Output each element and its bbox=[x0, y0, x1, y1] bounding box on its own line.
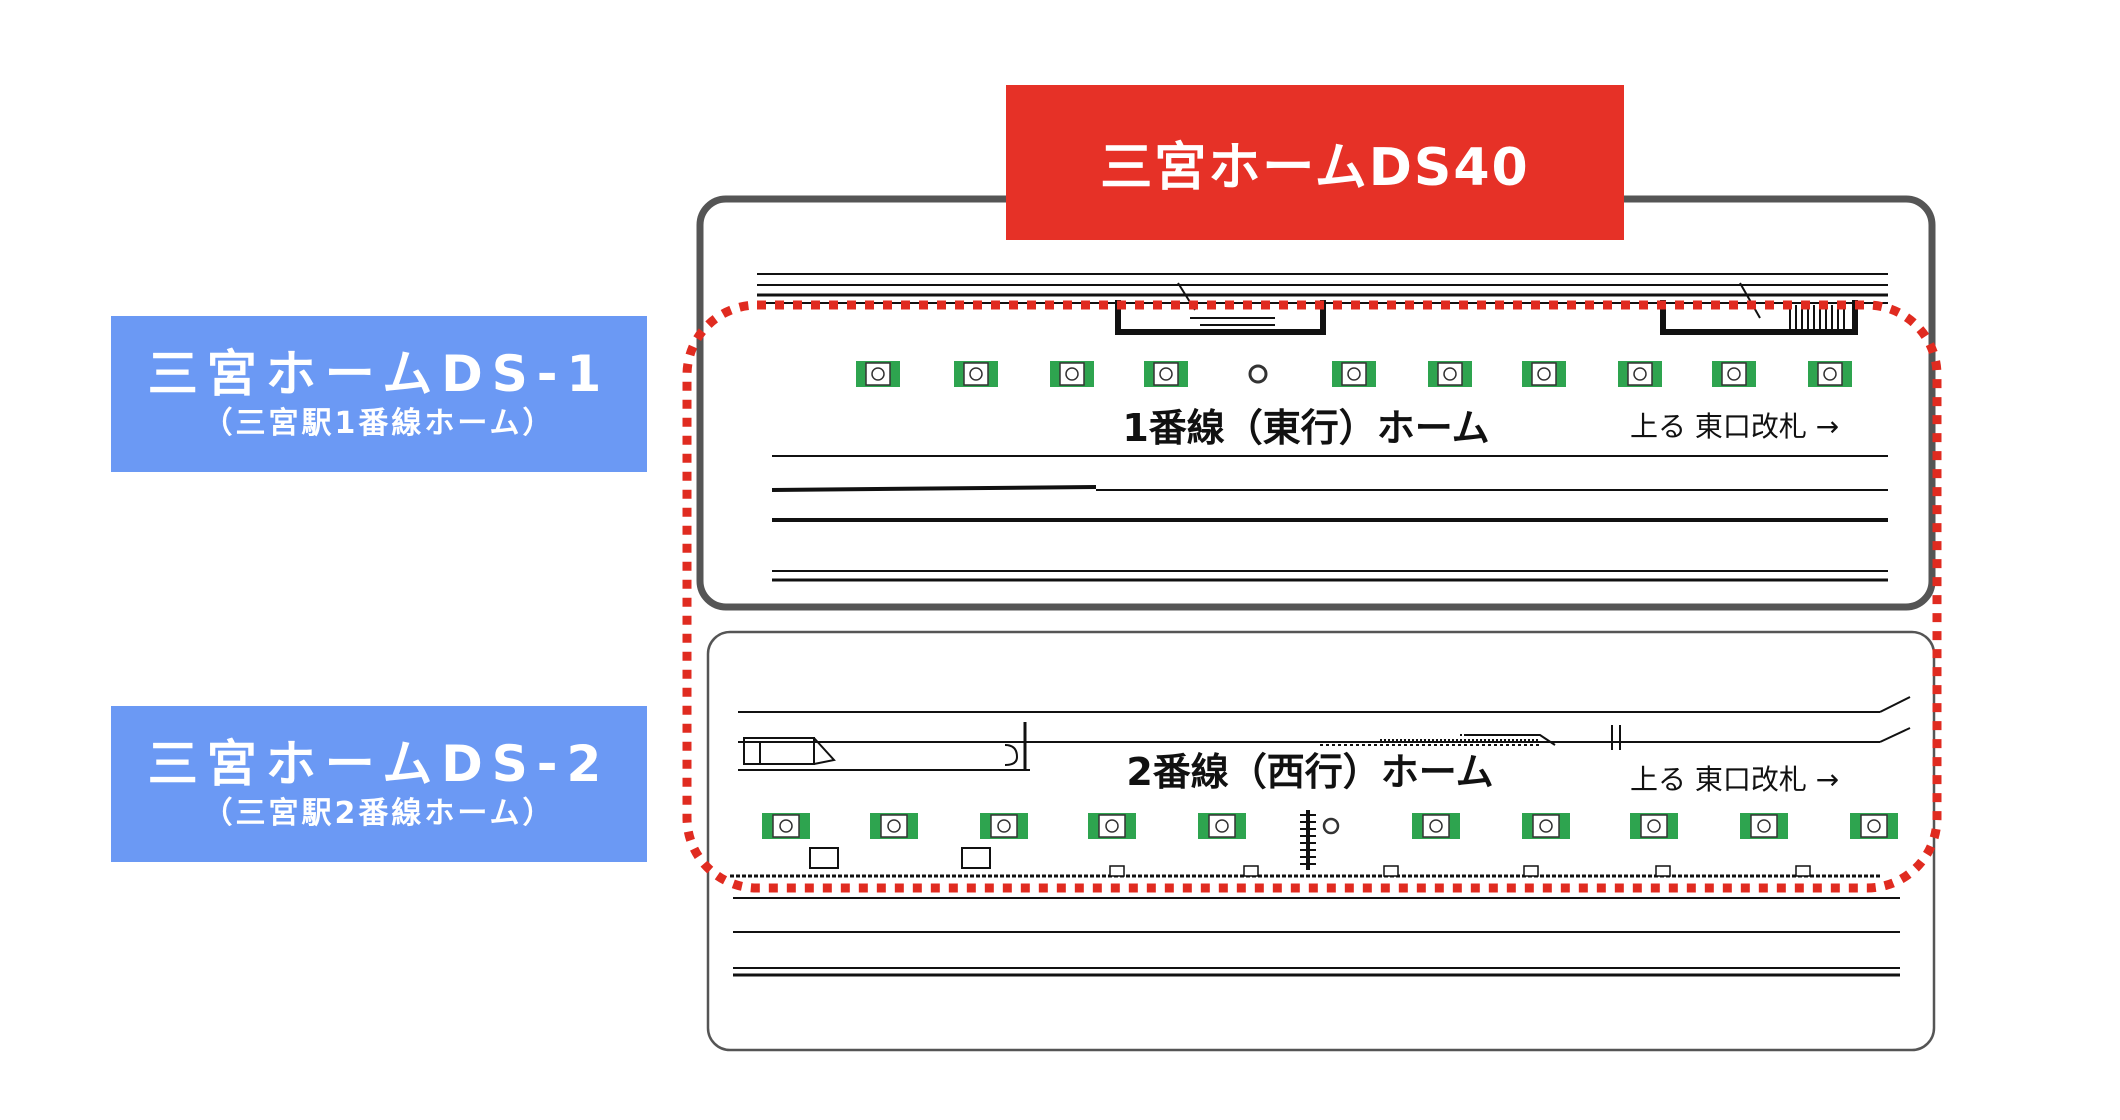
platform-marker-icon bbox=[980, 813, 1028, 839]
platform-marker-icon bbox=[856, 361, 900, 387]
platform-marker-icon bbox=[1630, 813, 1678, 839]
platform-marker-icon bbox=[1808, 361, 1852, 387]
platform2-name: 2番線（西行）ホーム bbox=[1126, 750, 1493, 794]
platform-marker-icon bbox=[1332, 361, 1376, 387]
platform-marker-icon bbox=[1428, 361, 1472, 387]
platform1-direction: 上る 東口改札 → bbox=[1630, 410, 1839, 443]
platform-marker-icon bbox=[1522, 813, 1570, 839]
platform-marker-icon bbox=[1412, 813, 1460, 839]
pillar-icon bbox=[1322, 817, 1340, 835]
platform-marker-icon bbox=[954, 361, 998, 387]
side-label-ds2: 三宮ホームDS-2 （三宮駅2番線ホーム） bbox=[111, 706, 647, 862]
platform1-lower-track bbox=[771, 455, 1888, 582]
platform2-markers bbox=[762, 810, 1898, 870]
platform1-frame bbox=[696, 195, 1936, 611]
side-label-ds1-subtitle: （三宮駅1番線ホーム） bbox=[202, 406, 556, 441]
platform-marker-icon bbox=[1050, 361, 1094, 387]
platform2-frame bbox=[706, 630, 1936, 1052]
platform-marker-icon bbox=[1618, 361, 1662, 387]
platform-marker-icon bbox=[1088, 813, 1136, 839]
platform2-upper-track bbox=[738, 696, 1911, 771]
side-label-ds1: 三宮ホームDS-1 （三宮駅1番線ホーム） bbox=[111, 316, 647, 472]
platform2-edge bbox=[730, 847, 1880, 878]
platform2-lower-track bbox=[733, 897, 1900, 977]
platform2-center-stairs bbox=[1320, 734, 1556, 746]
side-label-ds1-title: 三宮ホームDS-1 bbox=[147, 345, 611, 403]
platform1-name: 1番線（東行）ホーム bbox=[1122, 406, 1489, 450]
platform-marker-icon bbox=[1740, 813, 1788, 839]
platform-marker-icon bbox=[1198, 813, 1246, 839]
coverage-area-outline bbox=[682, 300, 1942, 893]
side-label-ds2-title: 三宮ホームDS-2 bbox=[147, 735, 611, 793]
title-banner: 三宮ホームDS40 bbox=[1006, 85, 1624, 240]
platform2-direction: 上る 東口改札 → bbox=[1630, 763, 1839, 796]
side-label-ds2-subtitle: （三宮駅2番線ホーム） bbox=[202, 796, 556, 831]
platform-marker-icon bbox=[870, 813, 918, 839]
platform-marker-icon bbox=[762, 813, 810, 839]
platform1-markers bbox=[856, 361, 1852, 387]
stairs-icon bbox=[1300, 810, 1316, 870]
platform-marker-icon bbox=[1850, 813, 1898, 839]
pillar-icon bbox=[1248, 364, 1268, 384]
platform-marker-icon bbox=[1144, 361, 1188, 387]
platform-marker-icon bbox=[1712, 361, 1756, 387]
platform-marker-icon bbox=[1522, 361, 1566, 387]
